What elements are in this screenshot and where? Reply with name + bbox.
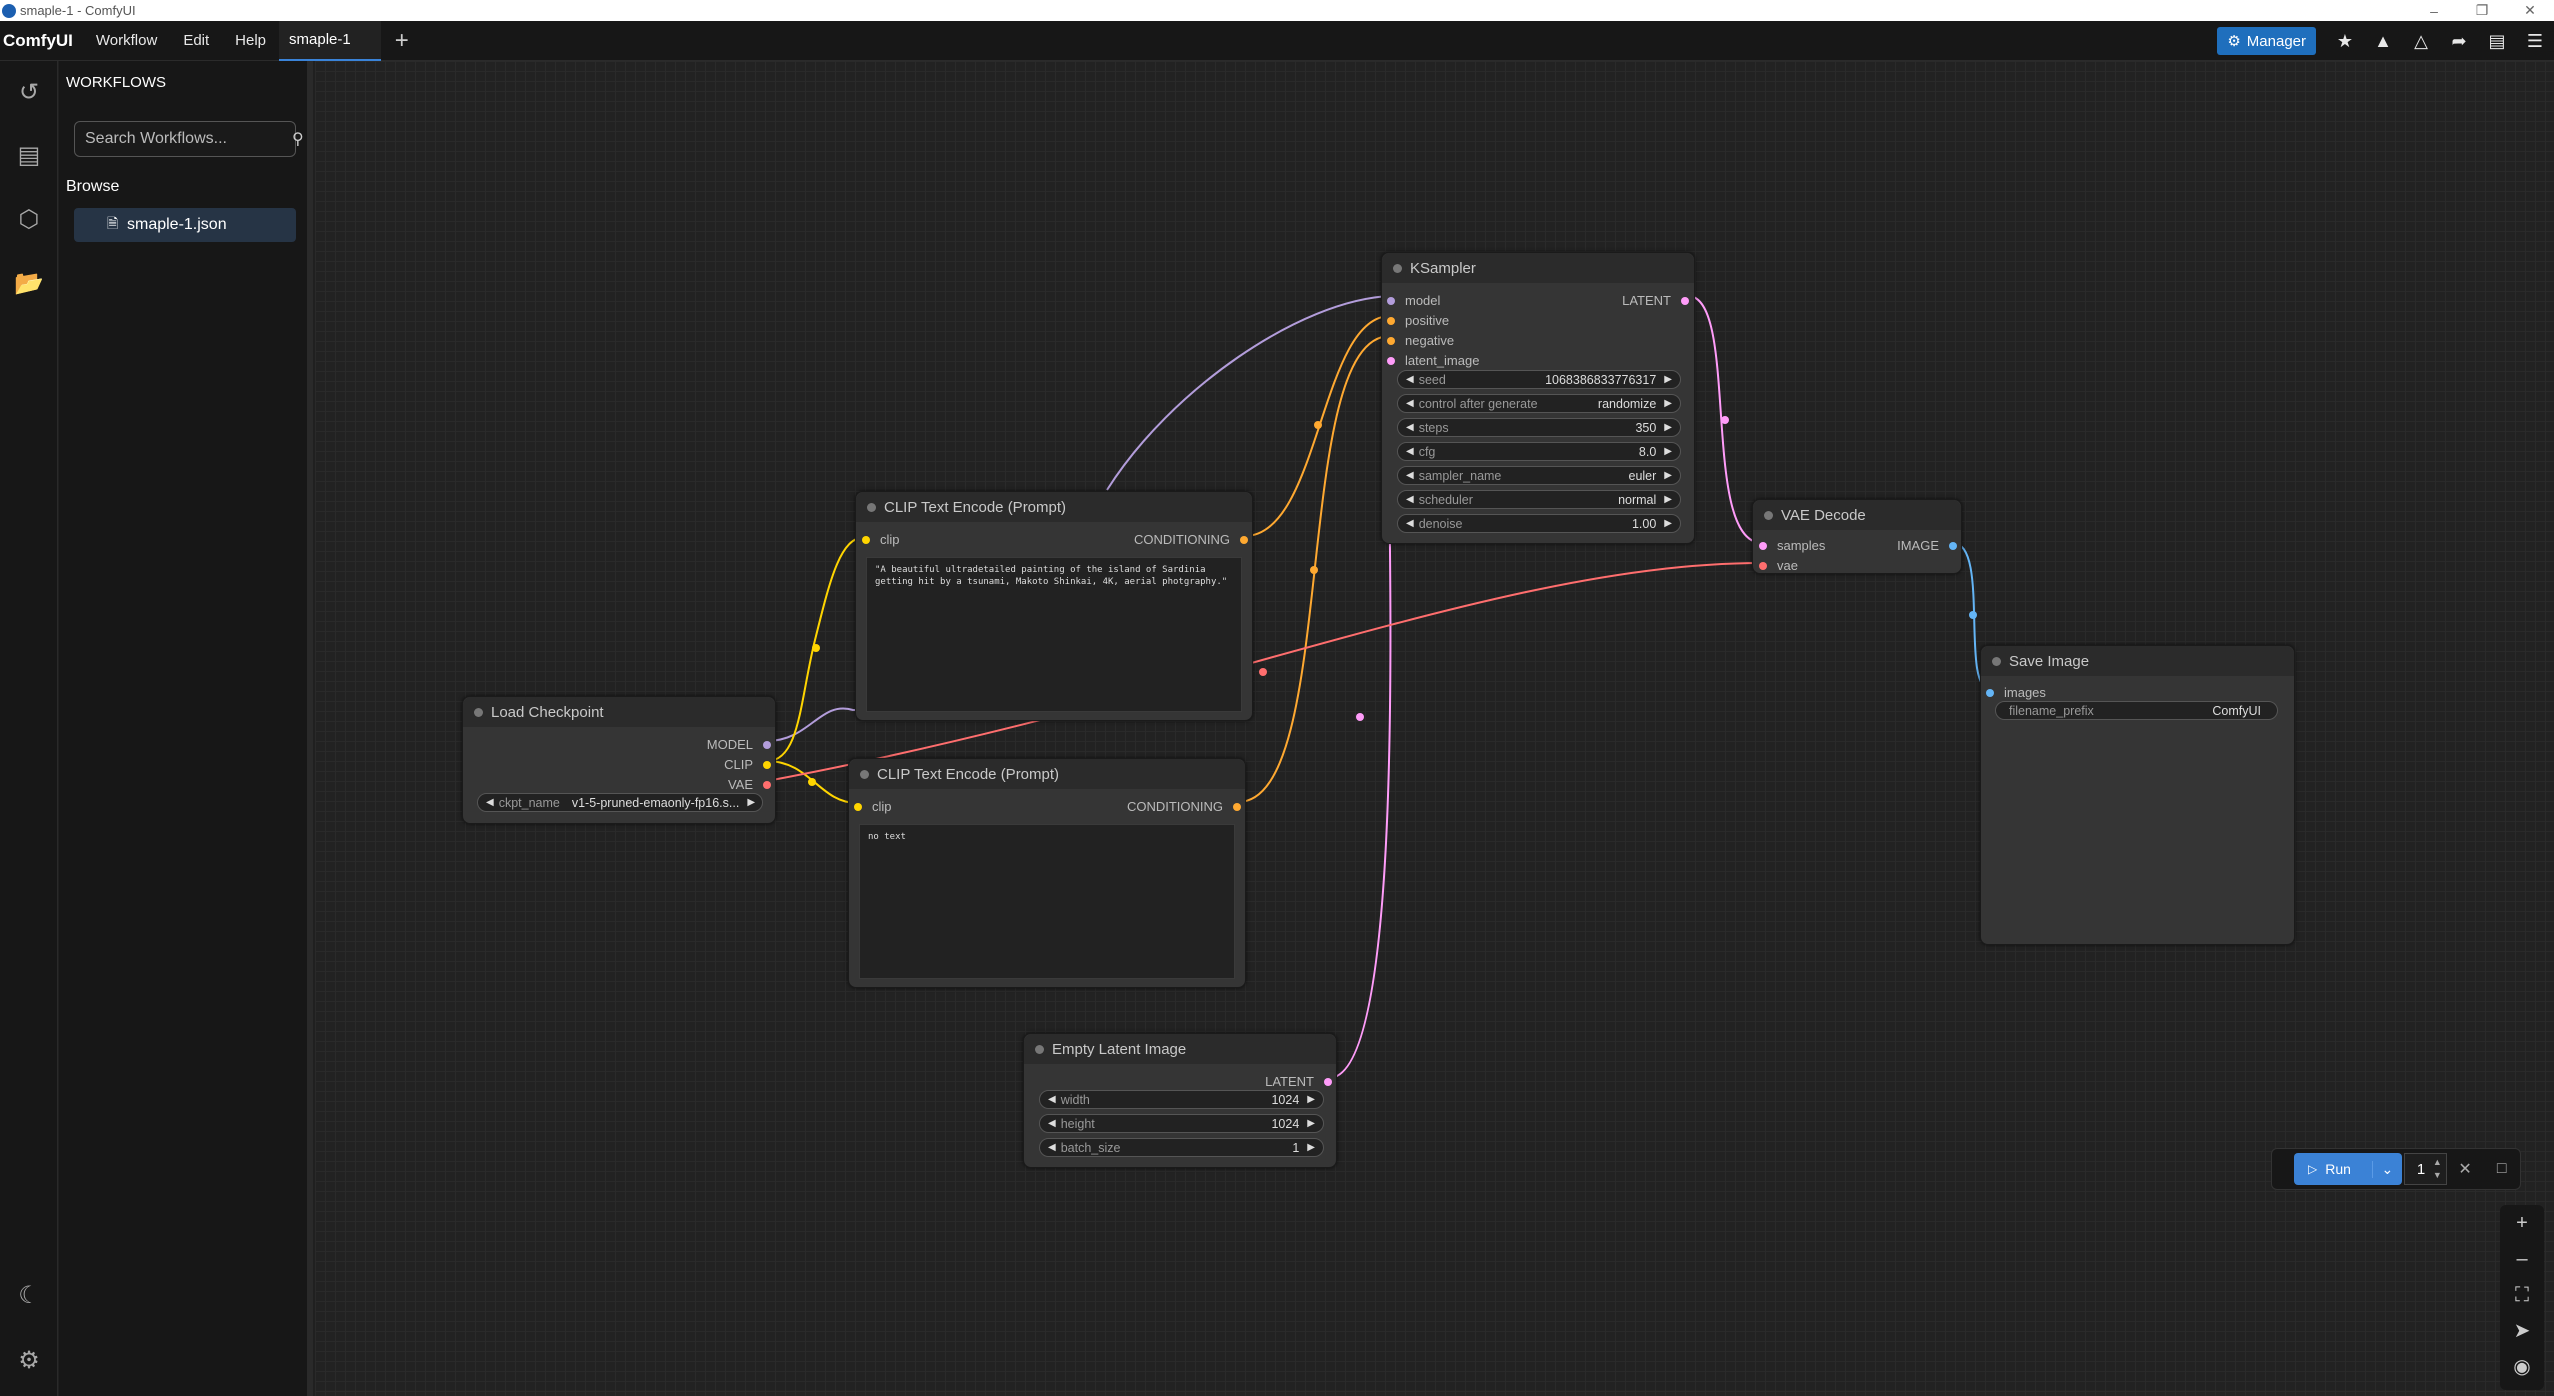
window-title: smaple-1 - ComfyUI [20,3,136,18]
node-clip-text-encode-negative[interactable]: CLIP Text Encode (Prompt) clip CONDITION… [848,758,1246,988]
file-icon: 🗎 [107,215,119,231]
queue-run-bar: ▷ Run ⌄ 1 ▲▼ ✕ □ [2271,1148,2521,1190]
browse-heading: Browse [66,178,120,195]
brand-logo[interactable]: ComfyUI [3,30,73,50]
node-title[interactable]: KSampler [1382,253,1694,283]
app-icon [2,3,16,18]
chevron-down-icon[interactable]: ⌄ [2371,1160,2402,1178]
search-box: ⚲ [74,121,304,157]
puzzle-icon: ⚙ [2227,33,2241,50]
theme-moon-icon[interactable]: ☾ [18,1282,40,1309]
input-negative[interactable]: negative [1387,333,1454,348]
output-conditioning[interactable]: CONDITIONING [1134,532,1248,547]
node-title[interactable]: Empty Latent Image [1024,1034,1336,1064]
output-clip[interactable]: CLIP [724,757,771,772]
batch-count-input[interactable]: 1 ▲▼ [2403,1153,2447,1185]
batch-count-value: 1 [2416,1160,2426,1178]
prompt-textarea[interactable]: "A beautiful ultradetailed painting of t… [866,557,1242,712]
panel-title: WORKFLOWS [66,74,166,91]
search-icon[interactable]: ⚲ [292,131,304,148]
cancel-icon[interactable]: ✕ [2458,1161,2472,1178]
input-latent-image[interactable]: latent_image [1387,353,1479,368]
input-vae[interactable]: vae [1759,558,1798,573]
zoom-in-icon[interactable]: + [2516,1212,2528,1234]
output-model[interactable]: MODEL [707,737,771,752]
restore-icon[interactable]: ❐ [2475,2,2489,18]
share-icon[interactable]: ➦ [2451,30,2467,51]
zoom-controls: + – ⛶ ➤ ◉ [2500,1205,2544,1390]
node-title[interactable]: Load Checkpoint [463,697,775,727]
input-images[interactable]: images [1986,685,2046,700]
run-button[interactable]: ▷ Run ⌄ [2294,1153,2402,1185]
play-icon: ▷ [2308,1162,2318,1176]
workflow-item-label: smaple-1.json [127,216,227,233]
sidebar-rail: ↺ ▤ ⬡ 📂 ☾ ⚙ [0,61,58,1396]
output-latent[interactable]: LATENT [1265,1074,1332,1089]
output-latent[interactable]: LATENT [1622,293,1689,308]
input-clip[interactable]: clip [862,532,900,547]
zoom-out-icon[interactable]: – [2516,1248,2528,1270]
node-vae-decode[interactable]: VAE Decode samples vae IMAGE [1752,499,1962,574]
app-topbar: ComfyUI Workflow Edit Help smaple-1 + ⚙ … [0,20,2554,61]
workflow-tab-active[interactable]: smaple-1 [279,20,381,61]
run-label: Run [2325,1161,2351,1177]
model-alt-icon[interactable]: △ [2414,30,2428,51]
new-tab-button[interactable]: + [394,26,409,54]
model-library-icon[interactable]: ⬡ [18,206,40,233]
stepper-icon[interactable]: ▲▼ [2432,1157,2442,1180]
workflows-panel: WORKFLOWS ⚲ Browse 🗎 smaple-1.json [59,61,313,1396]
input-positive[interactable]: positive [1387,313,1449,328]
history-icon[interactable]: ↺ [18,79,40,106]
input-clip[interactable]: clip [854,799,892,814]
close-window-icon[interactable]: ✕ [2524,2,2536,18]
select-pointer-icon[interactable]: ➤ [2513,1320,2531,1342]
input-model[interactable]: model [1387,293,1440,308]
output-image[interactable]: IMAGE [1897,538,1957,553]
search-input[interactable] [85,130,292,148]
queue-icon[interactable]: ▤ [17,142,41,169]
manager-button[interactable]: ⚙ Manager [2217,27,2316,55]
node-title[interactable]: CLIP Text Encode (Prompt) [856,492,1252,522]
window-titlebar: smaple-1 - ComfyUI – ❐ ✕ [0,0,2554,21]
node-ksampler[interactable]: KSampler model positive negative latent_… [1381,252,1695,544]
node-title[interactable]: CLIP Text Encode (Prompt) [849,759,1245,789]
fit-view-icon[interactable]: ⛶ [2515,1284,2529,1306]
node-load-checkpoint[interactable]: Load Checkpoint MODEL CLIP VAE ◀ckpt_nam… [462,696,776,824]
minimize-icon[interactable]: – [2430,2,2438,19]
settings-gear-icon[interactable]: ⚙ [18,1347,40,1374]
hamburger-menu-icon[interactable]: ☰ [2526,30,2544,51]
node-title[interactable]: VAE Decode [1753,500,1961,530]
input-samples[interactable]: samples [1759,538,1825,553]
workflows-folder-icon[interactable]: 📂 [14,270,44,297]
output-vae[interactable]: VAE [728,777,771,792]
menu-edit[interactable]: Edit [183,32,210,49]
workflow-list-item[interactable]: 🗎 smaple-1.json [74,208,296,242]
node-title[interactable]: Save Image [1981,646,2294,676]
menu-help[interactable]: Help [235,32,267,49]
bottom-panel-icon[interactable]: ▤ [2488,30,2506,51]
stop-icon[interactable]: □ [2496,1160,2507,1177]
node-clip-text-encode-positive[interactable]: CLIP Text Encode (Prompt) clip CONDITION… [855,491,1253,721]
star-icon[interactable]: ★ [2336,30,2354,51]
model-icon[interactable]: ▲ [2374,30,2392,51]
prompt-textarea[interactable]: no text [859,824,1235,979]
menu-workflow[interactable]: Workflow [95,32,158,49]
output-conditioning[interactable]: CONDITIONING [1127,799,1241,814]
toggle-links-eye-icon[interactable]: ◉ [2513,1356,2531,1378]
manager-label: Manager [2246,32,2306,50]
